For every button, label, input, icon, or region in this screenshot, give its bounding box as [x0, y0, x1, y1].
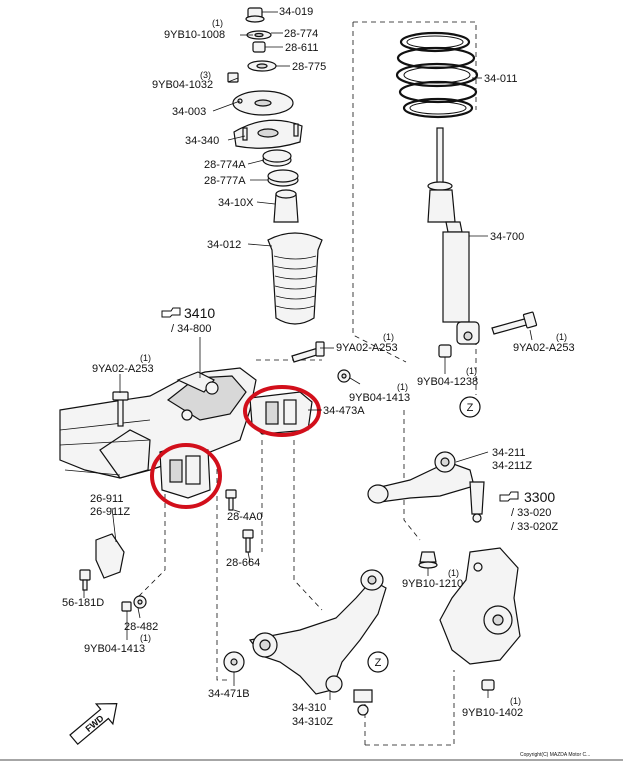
label-28-774a: 28-774A [204, 159, 246, 171]
label-34-340: 34-340 [185, 135, 219, 147]
dust-boot-34-012 [267, 232, 323, 325]
label-34-211: 34-211 [492, 447, 525, 459]
bolt-9ya02-a253-right [491, 311, 538, 335]
washer-34-471b [223, 651, 245, 673]
label-28-777a: 28-777A [204, 175, 246, 187]
washer-28-775 [247, 60, 277, 72]
label-28-482: 28-482 [124, 621, 158, 633]
nut-9yb04-1032 [227, 72, 239, 83]
label-34-310z: 34-310Z [292, 716, 333, 728]
coil-spring-34-011 [395, 31, 479, 119]
label-34-003: 34-003 [172, 106, 206, 118]
label-9yb04-1413-bottom: 9YB04-1413 [84, 643, 145, 655]
label-9ya02-a253-left: 9YA02-A253 [92, 363, 154, 375]
qty-9ya02-a253-right: (1) [556, 332, 567, 342]
label-9yb04-1032: 9YB04-1032 [152, 79, 213, 91]
label-34-473a: 34-473A [323, 405, 365, 417]
label-34-211z: 34-211Z [492, 460, 532, 472]
upper-arm-34-211 [367, 451, 485, 523]
nut-9yb04-1413-bottom [121, 601, 132, 612]
qty-9yb04-1413-top: (1) [397, 382, 408, 392]
washer-28-777a [267, 169, 299, 187]
bolt-28-664 [242, 529, 254, 553]
label-34-10x: 34-10X [218, 197, 254, 209]
label-34-019: 34-019 [279, 6, 313, 18]
label-9ya02-a253-mid: 9YA02-A253 [336, 342, 398, 354]
label-28-611: 28-611 [285, 42, 318, 54]
bolt-9ya02-a253-left [112, 391, 129, 427]
qty-9ya02-a253-mid: (1) [383, 332, 394, 342]
highlight-circle-left-bushing [150, 443, 222, 509]
bolt-28-4a0 [225, 489, 237, 511]
z-marker-top: Z [459, 396, 481, 418]
label-28-664: 28-664 [226, 557, 260, 569]
svg-text:Z: Z [467, 402, 474, 414]
label-9yb10-1402: 9YB10-1402 [462, 707, 523, 719]
qty-9ya02-a253-left: (1) [140, 353, 151, 363]
bump-stop-34-10x [273, 189, 299, 223]
svg-text:Z: Z [375, 657, 382, 669]
label-9yb04-1238: 9YB04-1238 [417, 376, 478, 388]
label-34-471b: 34-471B [208, 688, 250, 700]
label-28-4a0: 28-4A0 [227, 511, 262, 523]
top-nut-34-019 [245, 7, 265, 23]
fwd-arrow-icon: FWD [69, 702, 118, 746]
hand-pointer-icon [499, 491, 519, 502]
label-9ya02-a253-right: 9YA02-A253 [513, 342, 575, 354]
label-3300: 3300 [524, 489, 555, 505]
bracket-26-911 [95, 533, 125, 579]
qty-9yb10-1402: (1) [510, 696, 521, 706]
bushing-28-611 [252, 41, 266, 53]
washer-28-774a [262, 149, 292, 167]
qty-9yb04-1238: (1) [466, 366, 477, 376]
washer-9yb04-1413-top [337, 369, 351, 383]
knuckle-3300 [439, 547, 521, 665]
plate-34-003 [232, 90, 294, 116]
label-9yb04-1413-top: 9YB04-1413 [349, 392, 410, 404]
lower-arm-34-310 [248, 569, 387, 716]
nut-9yb10-1210 [418, 551, 438, 569]
z-marker-bottom: Z [367, 651, 389, 673]
bushing-bracket-right-34-473a [249, 391, 313, 435]
bolt-56-181d [79, 569, 91, 591]
label-33-020z: / 33-020Z [511, 521, 558, 533]
label-28-774: 28-774 [284, 28, 318, 40]
shock-absorber-34-700 [427, 127, 480, 345]
highlight-circle-right-bushing [243, 385, 321, 437]
label-26-911z: 26-911Z [90, 506, 130, 518]
label-26-911: 26-911 [90, 493, 123, 505]
label-34-011: 34-011 [484, 73, 517, 85]
label-9yb10-1008: 9YB10-1008 [164, 29, 225, 41]
nut-9yb10-1402 [481, 679, 495, 691]
qty-9yb04-1032: (3) [200, 70, 211, 80]
washer-28-774 [246, 30, 272, 40]
hand-pointer-icon [161, 307, 181, 318]
label-34-012: 34-012 [207, 239, 241, 251]
bolt-9ya02-a253-mid [291, 341, 325, 363]
label-9yb10-1210: 9YB10-1210 [402, 578, 463, 590]
copyright-text: Copyright(C) MAZDA Motor C... [520, 752, 590, 758]
qty-9yb10-1210: (1) [448, 568, 459, 578]
nut-9yb04-1238 [438, 344, 452, 358]
label-3410: 3410 [184, 305, 215, 321]
mount-34-340 [233, 119, 303, 149]
bushing-bracket-left [159, 444, 211, 499]
label-34-700: 34-700 [490, 231, 524, 243]
qty-9yb04-1413-bottom: (1) [140, 633, 151, 643]
label-28-775: 28-775 [292, 61, 326, 73]
label-56-181d: 56-181D [62, 597, 104, 609]
washer-28-482 [133, 595, 147, 609]
qty-9yb10-1008: (1) [212, 18, 223, 28]
leader-lines [83, 11, 533, 700]
label-34-310: 34-310 [292, 702, 326, 714]
label-34-800: / 34-800 [171, 323, 211, 335]
label-33-020: / 33-020 [511, 507, 551, 519]
